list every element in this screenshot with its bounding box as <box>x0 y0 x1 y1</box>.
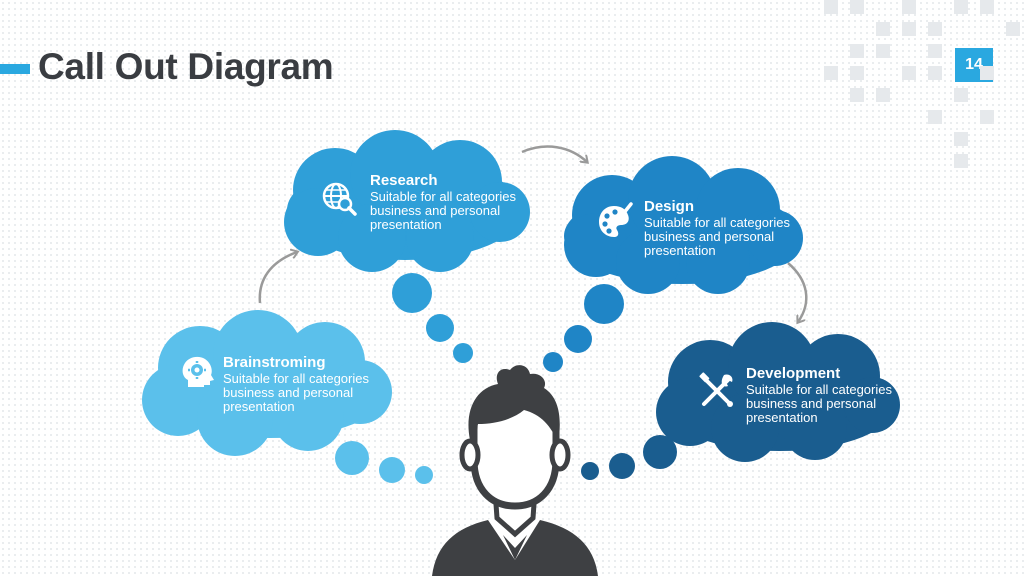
research-description: Suitable for all categories business and… <box>370 189 516 232</box>
brainstorming-description: Suitable for all categories business and… <box>223 371 369 414</box>
decorative-square-pattern <box>824 0 1020 168</box>
gear-head-icon <box>182 356 214 387</box>
arrow-brainstorming-to-research <box>258 252 297 304</box>
development-heading: Development <box>746 365 841 382</box>
cloud-development <box>656 322 900 462</box>
bubbles-design <box>543 284 624 372</box>
development-text: Development Suitable for all categories … <box>746 365 896 425</box>
bubbles-brainstorming <box>335 441 433 484</box>
title-accent-bar <box>0 64 30 74</box>
design-description: Suitable for all categories business and… <box>644 215 790 258</box>
bubbles-development <box>581 435 677 480</box>
palette-icon <box>599 202 633 237</box>
design-heading: Design <box>644 198 695 215</box>
research-heading: Research <box>370 172 438 189</box>
development-description: Suitable for all categories business and… <box>746 382 892 425</box>
design-text: Design Suitable for all categories busin… <box>644 198 794 258</box>
slide-title: Call Out Diagram <box>38 46 334 87</box>
person-figure <box>432 365 598 576</box>
bubbles-research <box>392 273 473 363</box>
research-text: Research Suitable for all categories bus… <box>370 172 520 232</box>
arrow-research-to-design <box>521 145 587 162</box>
globe-search-icon <box>322 182 357 216</box>
brainstorming-heading: Brainstroming <box>223 354 326 371</box>
tools-icon <box>699 372 733 407</box>
cloud-brainstorming <box>142 310 392 456</box>
brainstorming-text: Brainstroming Suitable for all categorie… <box>223 354 373 414</box>
arrow-design-to-development <box>787 262 808 322</box>
